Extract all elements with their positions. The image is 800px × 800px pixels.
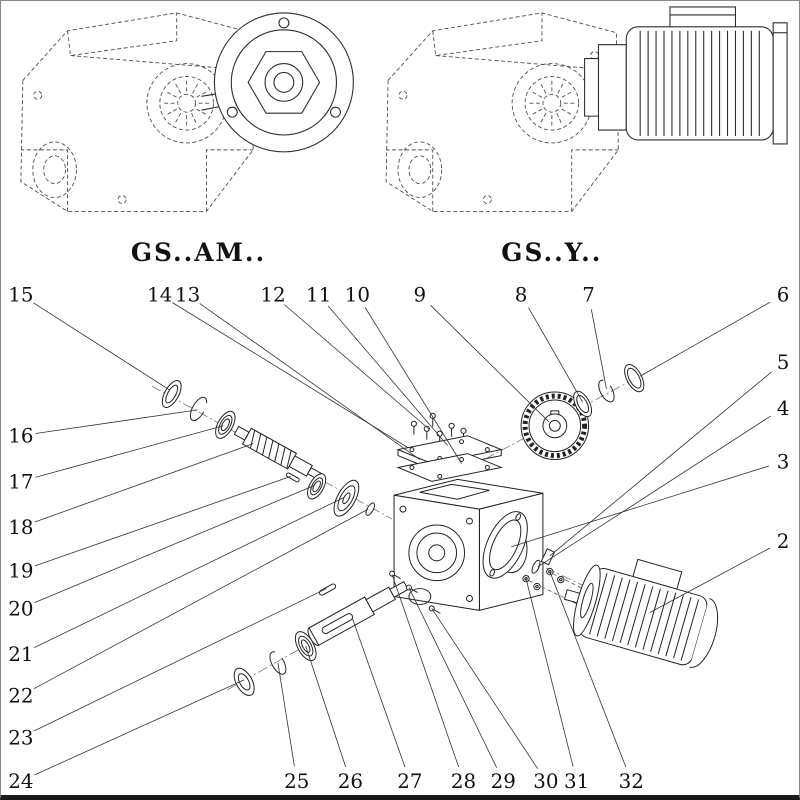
callout-number-30: 30: [533, 770, 558, 793]
gearbox-housing-ghost-left: [20, 12, 254, 212]
callout-number-20: 20: [8, 597, 33, 620]
part-cover-gasket: [396, 453, 503, 482]
leader-line-25: [277, 662, 295, 767]
leader-line-31: [525, 578, 574, 767]
ghost-housing-left-art: [20, 12, 254, 212]
callout-number-6: 6: [777, 284, 790, 307]
gearbox-housing-ghost-right: [385, 12, 619, 212]
ghost-housing-right-art: [385, 12, 619, 212]
leader-line-9: [430, 304, 550, 423]
callout-number-24: 24: [8, 770, 33, 793]
part-output-seal: [233, 667, 255, 696]
callout-number-26: 26: [338, 770, 363, 793]
callout-number-19: 19: [8, 560, 33, 583]
callout-number-9: 9: [414, 284, 427, 307]
leader-line-26: [305, 646, 347, 768]
callout-number-4: 4: [777, 397, 790, 420]
part-spacer-ring: [573, 390, 593, 418]
part-circlip-input: [189, 396, 208, 422]
leader-line-15: [33, 302, 170, 391]
callout-number-28: 28: [451, 770, 476, 793]
leader-line-18: [34, 443, 254, 523]
part-o-ring-small: [531, 559, 541, 574]
callout-number-21: 21: [8, 643, 33, 666]
leader-line-20: [34, 484, 315, 604]
leader-line-10: [364, 307, 462, 464]
leader-line-8: [528, 307, 583, 403]
callout-number-10: 10: [345, 284, 370, 307]
leader-line-27: [351, 618, 406, 768]
leader-line-16: [35, 409, 198, 434]
callout-number-13: 13: [175, 284, 200, 307]
leader-line-11: [327, 305, 448, 446]
leader-line-17: [35, 425, 224, 478]
part-helical-gear: [520, 391, 590, 461]
leader-line-23: [34, 588, 327, 732]
leader-line-32: [549, 571, 627, 768]
part-output-shaft: [307, 580, 409, 646]
callout-number-31: 31: [564, 770, 589, 793]
callout-number-5: 5: [777, 351, 790, 374]
leader-lines: [33, 301, 772, 776]
callout-number-32: 32: [619, 770, 644, 793]
part-cover-screws: [410, 412, 467, 445]
motor-drawing-top: [584, 6, 788, 145]
part-oil-plug: [540, 548, 556, 566]
part-output-flange-ring: [482, 511, 528, 579]
leader-line-21: [34, 496, 345, 648]
leader-line-3: [511, 465, 770, 548]
leader-line-4: [537, 415, 771, 568]
part-key-pin: [285, 472, 300, 483]
leader-line-24: [34, 679, 245, 776]
callout-number-18: 18: [8, 516, 33, 539]
leader-line-28: [391, 574, 460, 768]
right-model-label: GS..Y..: [501, 238, 602, 267]
leader-line-29: [408, 587, 498, 768]
callout-number-8: 8: [515, 284, 528, 307]
part-bearing-worm: [307, 473, 327, 500]
part-oil-seal-input: [161, 380, 182, 408]
part-shaft-key: [318, 583, 337, 596]
leader-line-19: [34, 476, 291, 567]
part-motor: [563, 558, 719, 668]
leader-line-12: [284, 304, 431, 431]
part-worm-shaft: [233, 425, 323, 481]
part-shim-ring: [624, 364, 645, 393]
exploded-parts: [161, 364, 719, 696]
part-output-circlip: [269, 651, 287, 675]
callout-number-12: 12: [260, 284, 285, 307]
part-retaining-ring: [598, 379, 615, 403]
leader-line-5: [549, 371, 772, 557]
callout-number-2: 2: [777, 530, 790, 553]
part-worm-gear-disc: [333, 479, 360, 517]
callout-number-29: 29: [491, 770, 516, 793]
callout-number-7: 7: [582, 284, 595, 307]
leader-line-7: [590, 309, 607, 390]
output-flange-drawing: [201, 12, 354, 153]
leader-line-6: [639, 301, 771, 377]
callout-number-15: 15: [8, 284, 33, 307]
callout-number-22: 22: [8, 685, 33, 708]
callout-number-11: 11: [306, 284, 331, 307]
callout-number-25: 25: [284, 770, 309, 793]
leader-line-13: [199, 303, 421, 460]
callout-number-14: 14: [147, 284, 172, 307]
callout-number-3: 3: [777, 450, 790, 473]
callout-number-27: 27: [397, 770, 422, 793]
part-o-ring-input: [365, 502, 375, 516]
callout-number-23: 23: [8, 726, 33, 749]
leader-line-30: [431, 608, 538, 769]
callout-number-17: 17: [8, 470, 33, 493]
part-small-screws: [389, 570, 441, 614]
left-model-label: GS..AM..: [131, 238, 266, 267]
part-bearing-input: [215, 410, 236, 439]
callout-number-16: 16: [8, 425, 33, 448]
leader-line-22: [33, 508, 369, 690]
leader-line-2: [649, 547, 771, 613]
